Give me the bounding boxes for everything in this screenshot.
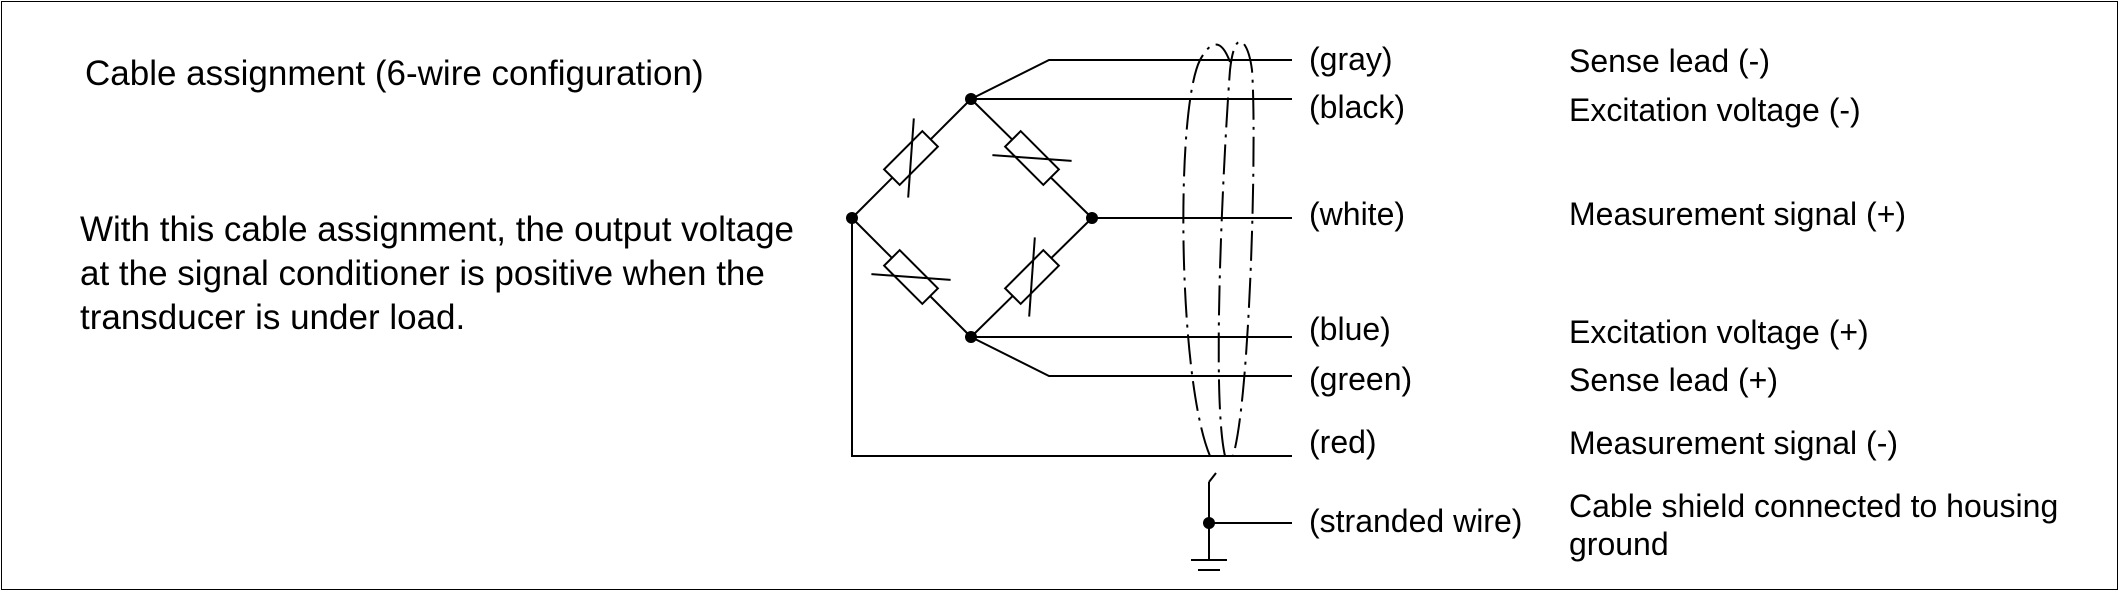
wire-function-shield: Cable shield connected to housing ground <box>1569 488 2059 562</box>
diagram-title: Cable assignment (6-wire configuration) <box>85 54 704 93</box>
wire-red <box>851 218 1292 457</box>
wire-color-gray: (gray) <box>1309 41 1393 77</box>
wire-color-stranded: (stranded wire) <box>1309 503 1523 539</box>
diagram-description: With this cable assignment, the output v… <box>80 210 795 337</box>
wire-color-black: (black) <box>1309 89 1406 125</box>
strain-gauge-top-left <box>882 118 940 198</box>
strain-gauge-bottom-left <box>871 248 951 306</box>
wire-color-red: (red) <box>1309 424 1377 460</box>
cable-wires <box>851 59 1292 457</box>
ground-icon <box>1191 559 1227 571</box>
wire-function-measurement-plus: Measurement signal (+) <box>1569 196 1907 232</box>
stranded-wire <box>1203 472 1292 560</box>
wire-gray <box>970 59 1292 100</box>
wire-function-excitation-minus: Excitation voltage (-) <box>1569 92 1861 128</box>
bridge-arms <box>851 98 1093 338</box>
wire-color-blue: (blue) <box>1309 311 1391 347</box>
strain-gauge-bottom-right <box>1003 237 1061 317</box>
wire-function-sense-minus: Sense lead (-) <box>1569 43 1770 79</box>
wire-function-sense-plus: Sense lead (+) <box>1569 362 1779 398</box>
strain-gauge-top-right <box>992 129 1072 187</box>
wire-green <box>970 336 1292 377</box>
wire-color-white: (white) <box>1309 196 1406 232</box>
wire-color-green: (green) <box>1309 361 1413 397</box>
wire-function-measurement-minus: Measurement signal (-) <box>1569 425 1898 461</box>
wire-function-excitation-plus: Excitation voltage (+) <box>1569 314 1869 350</box>
cable-shield <box>1182 40 1255 457</box>
